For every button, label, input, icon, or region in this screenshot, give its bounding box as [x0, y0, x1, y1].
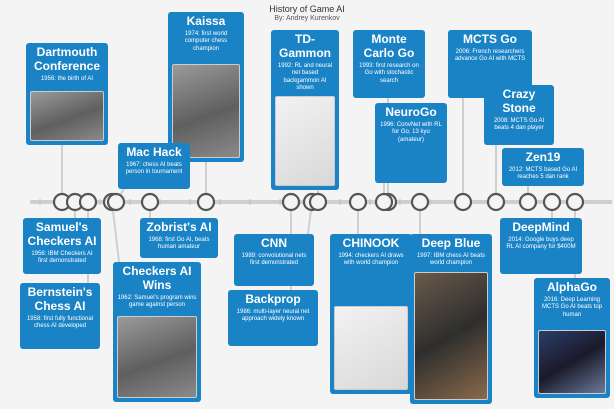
event-card: Zen19 2012: MCTS based Go AI reaches 5 da…	[502, 148, 584, 186]
event-description: 1967: chess AI beats person in tournamen…	[125, 161, 183, 176]
event-card: Dartmouth Conference 1956: the birth of A…	[26, 43, 108, 145]
event-title: Deep Blue	[421, 236, 481, 250]
page-title: History of Game AI	[269, 4, 345, 14]
event-card: DeepMind 2014: Google buys deep RL AI com…	[500, 218, 582, 274]
event-description: 1968: first Go AI, beats human amateur	[148, 236, 210, 251]
event-description: 2006: French researchers advance Go AI w…	[454, 48, 526, 63]
timeline-node	[106, 192, 126, 212]
event-description: 1997: IBM chess AI beats world champion	[416, 252, 486, 267]
event-photo	[30, 91, 104, 141]
event-title: Samuel's Checkers AI	[27, 220, 97, 248]
timeline-node	[308, 192, 328, 212]
timeline-node	[140, 192, 160, 212]
event-card: Mac Hack 1967: chess AI beats person in t…	[118, 143, 190, 189]
event-photo	[275, 96, 335, 186]
event-description: 1956: IBM Checkers AI first demonstrated	[31, 250, 93, 265]
event-title: Checkers AI Wins	[122, 264, 192, 292]
event-description: 1993: first research on Go with stochast…	[359, 62, 419, 84]
timeline-node	[486, 192, 506, 212]
event-description: 1956: the birth of AI	[40, 75, 94, 82]
event-title: DeepMind	[512, 220, 570, 234]
event-title: Bernstein's Chess AI	[27, 285, 93, 313]
event-photo	[117, 316, 197, 398]
event-photo	[414, 272, 488, 400]
timeline-node	[565, 192, 585, 212]
event-title: Crazy Stone	[502, 87, 536, 115]
event-title: NeuroGo	[385, 105, 437, 119]
event-card: CHINOOK 1994: checkers AI draws with worl…	[330, 234, 412, 394]
event-photo	[172, 64, 240, 158]
event-title: Dartmouth Conference	[33, 45, 101, 73]
event-description: 1992: RL and neural net based backgammon…	[277, 62, 333, 92]
event-title: CNN	[261, 236, 287, 250]
event-card: Samuel's Checkers AI 1956: IBM Checkers A…	[23, 218, 101, 274]
timeline-node	[281, 192, 301, 212]
timeline-node	[542, 192, 562, 212]
timeline-node	[410, 192, 430, 212]
event-description: 1986: multi-layer neural net approach wi…	[236, 308, 310, 323]
event-description: 2014: Google buys deep RL AI company for…	[506, 236, 576, 251]
event-description: 2012: MCTS based Go AI reaches 5 dan ran…	[508, 166, 578, 181]
event-title: MCTS Go	[463, 32, 517, 46]
event-description: 1958: first fully functional chess AI de…	[26, 315, 94, 330]
event-card: Bernstein's Chess AI 1958: first fully fu…	[20, 283, 100, 349]
event-card: CNN 1989: convolutional nets first demons…	[234, 234, 314, 286]
event-card: Kaissa 1974: first world computer chess c…	[168, 12, 244, 162]
event-title: Kaissa	[186, 14, 226, 28]
event-title: Mac Hack	[126, 145, 182, 159]
event-title: TD-Gammon	[278, 32, 331, 60]
event-description: 1974: first world computer chess champio…	[184, 30, 228, 52]
event-title: Backprop	[245, 292, 301, 306]
event-description: 2016: Deep Learning MCTS Go AI beats top…	[541, 296, 603, 318]
event-card: AlphaGo 2016: Deep Learning MCTS Go AI be…	[534, 278, 610, 398]
event-description: 1994: checkers AI draws with world champ…	[338, 252, 404, 267]
timeline-node	[374, 192, 394, 212]
event-card: Crazy Stone 2008: MCTS Go AI beats 4 dan …	[484, 85, 554, 145]
event-photo	[538, 330, 606, 394]
event-title: Monte Carlo Go	[363, 32, 415, 60]
page-subtitle: By: Andrey Kurenkov	[274, 15, 340, 22]
event-description: 2008: MCTS Go AI beats 4 dan player	[493, 117, 545, 132]
header: History of Game AI By: Andrey Kurenkov	[0, 4, 614, 22]
event-card: Checkers AI Wins 1962: Samuel's program w…	[113, 262, 201, 402]
event-title: CHINOOK	[342, 236, 400, 250]
event-title: Zen19	[525, 150, 561, 164]
event-card: Zobrist's AI 1968: first Go AI, beats hum…	[140, 218, 218, 258]
timeline-node	[453, 192, 473, 212]
event-photo	[334, 306, 408, 390]
timeline-node	[348, 192, 368, 212]
timeline-node	[196, 192, 216, 212]
event-description: 1962: Samuel's program wins game against…	[117, 294, 197, 309]
event-description: 1996: ConvNet with RL for Go, 13 kyu (am…	[380, 121, 442, 143]
event-card: Deep Blue 1997: IBM chess AI beats world …	[410, 234, 492, 404]
event-card: Backprop 1986: multi-layer neural net app…	[228, 290, 318, 346]
event-title: Zobrist's AI	[146, 220, 212, 234]
event-description: 1989: convolutional nets first demonstra…	[241, 252, 307, 267]
timeline-node	[78, 192, 98, 212]
event-title: AlphaGo	[547, 280, 597, 294]
timeline-node	[518, 192, 538, 212]
event-card: NeuroGo 1996: ConvNet with RL for Go, 13 …	[375, 103, 447, 183]
connector-line	[111, 201, 120, 263]
